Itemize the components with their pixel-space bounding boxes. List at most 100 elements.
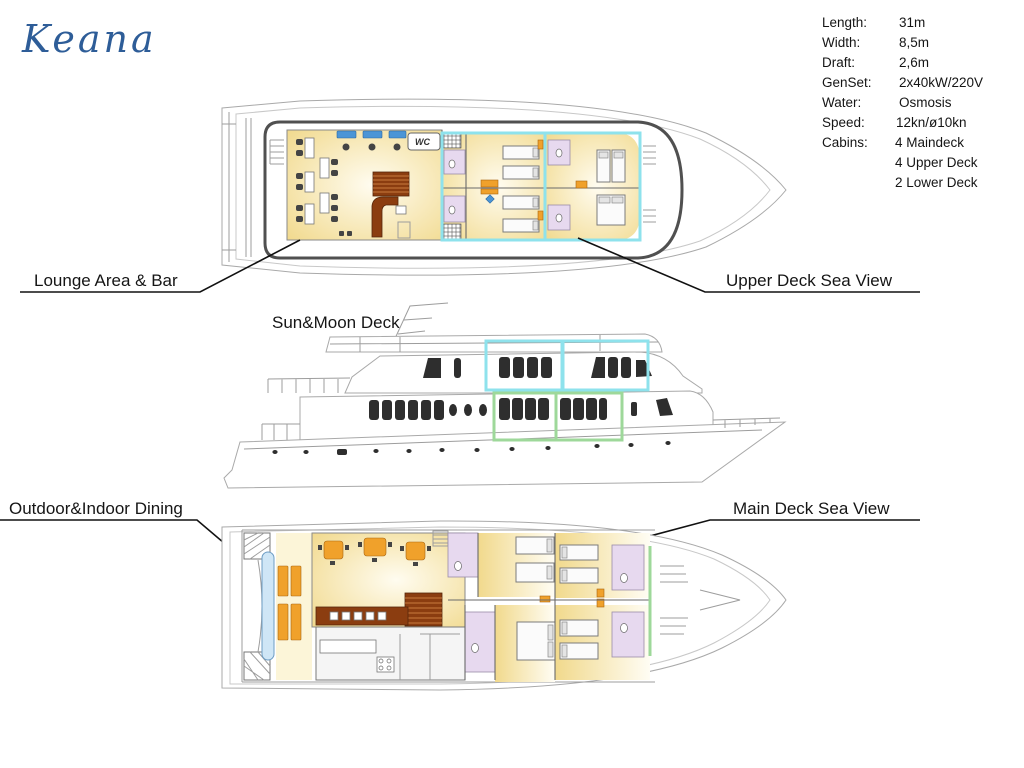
pillow	[547, 624, 554, 641]
bed	[515, 562, 555, 583]
main-window	[573, 398, 584, 420]
stove-burner	[386, 658, 392, 664]
mast	[391, 302, 449, 346]
aft-bench	[261, 551, 275, 661]
bed	[502, 145, 540, 160]
dining-table	[323, 540, 344, 560]
spec-label: Length:	[822, 15, 867, 30]
main-cabin-walls	[448, 533, 650, 680]
bar-sink	[395, 205, 407, 215]
toilet-icon	[448, 159, 456, 169]
spec-value: 31m	[899, 15, 925, 30]
side-profile: Sun&Moon Deck	[223, 302, 787, 489]
toilet-icon	[448, 205, 456, 215]
upper-deck-aft-rail	[267, 377, 351, 393]
aft-stairs-steps	[243, 532, 271, 560]
upper-window	[608, 357, 618, 378]
hull-porthole	[665, 441, 671, 445]
main-window	[421, 400, 431, 420]
pillow	[561, 621, 568, 635]
main-window	[382, 400, 392, 420]
pillow	[532, 220, 539, 231]
toilet-icon	[555, 148, 563, 158]
hull-porthole	[594, 444, 600, 448]
lounge-table	[304, 137, 315, 159]
bedside-table	[575, 180, 588, 189]
main-deck-aft-rail	[261, 423, 300, 440]
bar-stool	[347, 231, 352, 236]
callout-lounge-label: Lounge Area & Bar	[34, 271, 178, 290]
main-window	[525, 398, 536, 420]
cabins-count: 2 Lower Deck	[895, 175, 978, 190]
dining-chair	[388, 542, 392, 547]
dining-table	[363, 537, 387, 557]
sun-deck-rail	[329, 335, 659, 352]
spec-value: 8,5m	[899, 35, 929, 50]
vessel-name: Keana	[21, 17, 157, 61]
lounge-table	[304, 203, 315, 225]
upper-bow-stairs	[643, 145, 656, 223]
upper-window	[527, 357, 538, 378]
dining-chair	[427, 546, 431, 551]
lounge-stool	[342, 143, 350, 151]
side-hull	[223, 421, 787, 489]
upper-sea-view-highlight	[561, 339, 650, 392]
sun-deck-label: Sun&Moon Deck	[272, 313, 400, 332]
callout-upper-sea-view-label: Upper Deck Sea View	[726, 271, 893, 290]
hull-porthole	[406, 449, 412, 453]
lounge-chair	[296, 216, 303, 222]
main-bathroom	[447, 532, 479, 578]
spec-label: Water:	[822, 95, 861, 110]
dining-chair	[318, 545, 322, 550]
bar-stool	[339, 231, 344, 236]
bow-rail	[712, 417, 781, 428]
lounge-chair	[331, 159, 338, 165]
outdoor-cushion	[277, 565, 289, 597]
callout-main-sea-view-label: Main Deck Sea View	[733, 499, 890, 518]
dining-table	[405, 541, 426, 561]
stove-burner	[378, 658, 384, 664]
main-porthole	[464, 404, 472, 416]
galley-counter	[319, 639, 377, 654]
upper-hull-inner-line	[235, 105, 771, 269]
wc-box	[407, 132, 441, 151]
lounge-desk	[388, 130, 407, 139]
pillow	[561, 546, 568, 559]
hull-porthole	[628, 443, 634, 447]
hull-porthole	[337, 449, 347, 455]
bed	[502, 218, 540, 233]
upper-window	[513, 357, 524, 378]
upper-deck-plan: WC	[221, 98, 787, 276]
pillow	[598, 196, 611, 204]
bedside-table	[596, 588, 605, 598]
spec-label: Width:	[822, 35, 860, 50]
upper-window	[454, 358, 461, 378]
cabins-count: 4 Upper Deck	[895, 155, 978, 170]
lounge-chair	[331, 194, 338, 200]
lounge-table	[319, 192, 330, 214]
pillow	[546, 565, 553, 580]
spec-value: Osmosis	[899, 95, 952, 110]
lounge-chair	[331, 205, 338, 211]
main-window	[434, 400, 444, 420]
lounge-desk	[336, 130, 357, 139]
upper-window	[621, 357, 631, 378]
hull-porthole	[303, 450, 309, 454]
galley-cabinets	[399, 633, 460, 680]
bed	[559, 619, 599, 637]
upper-shower-tiles	[442, 133, 462, 149]
dining-chair	[358, 542, 362, 547]
main-sea-view-highlight	[554, 391, 624, 442]
upper-window	[499, 357, 510, 378]
dining-chair	[330, 561, 335, 565]
lounge-chair	[331, 216, 338, 222]
pillow	[613, 151, 624, 159]
lounge-staircase-steps	[373, 175, 409, 193]
dining-chair	[372, 558, 377, 562]
dining-chair	[413, 562, 418, 566]
bedside-table	[480, 188, 499, 195]
hull-porthole	[474, 448, 480, 452]
spec-value: 2x40kW/220V	[899, 75, 983, 90]
pillow	[532, 147, 539, 158]
